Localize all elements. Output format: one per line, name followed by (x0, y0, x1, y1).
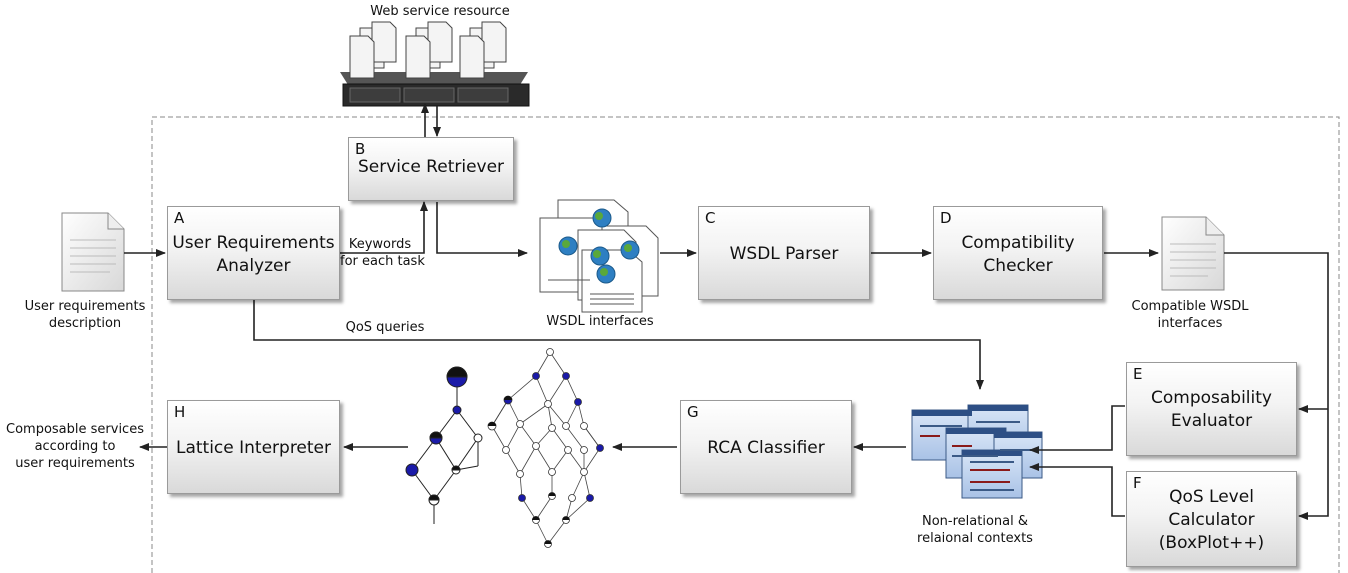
composability-evaluator-box: E Composability Evaluator (1126, 362, 1297, 456)
service-retriever-box: B Service Retriever (348, 137, 514, 201)
keywords-label-line2: for each task (340, 254, 425, 269)
box-letter: E (1133, 365, 1143, 383)
box-title-line1: User Requirements (172, 233, 335, 253)
box-title-line1: WSDL Parser (729, 244, 839, 264)
contexts-label-line2: relaional contexts (917, 531, 1033, 546)
box-letter: B (355, 140, 366, 158)
box-title-line1: Compatibility (961, 233, 1075, 253)
contexts-tables-icon (911, 404, 1043, 499)
web-service-resource-label: Web service resource (370, 4, 510, 19)
box-title-line2: Analyzer (216, 256, 291, 276)
output-label-line2: according to (34, 439, 116, 454)
compatible-wsdl-label-line2: interfaces (1157, 316, 1223, 331)
user-requirements-label-line2: description (48, 316, 122, 331)
connector-arrows (124, 103, 1329, 520)
compatibility-checker-box: D Compatibility Checker (933, 206, 1103, 300)
wsdl-interfaces-label: WSDL interfaces (546, 314, 654, 329)
box-title-line2: Checker (983, 256, 1053, 276)
keywords-label-line1: Keywords (348, 237, 412, 252)
user-requirements-label-line1: User requirements (24, 299, 146, 314)
box-title-line2: Evaluator (1170, 411, 1253, 431)
large-lattice-graph (487, 348, 604, 548)
compatible-wsdl-document-icon (1161, 216, 1225, 291)
user-requirements-analyzer-box: A User Requirements Analyzer (167, 206, 340, 300)
qos-level-calculator-box: F QoS Level Calculator (BoxPlot++) (1126, 471, 1297, 567)
system-boundary (151, 116, 1340, 573)
compatible-wsdl-label-line1: Compatible WSDL (1131, 299, 1249, 314)
wsdl-parser-box: C WSDL Parser (698, 206, 870, 300)
box-letter: A (174, 209, 185, 227)
contexts-label-line1: Non-relational & (922, 514, 1028, 529)
box-title-line1: RCA Classifier (707, 438, 825, 458)
wsdl-interfaces-icon (539, 199, 659, 313)
box-title-line1: QoS Level (1169, 487, 1254, 507)
user-requirements-document-icon (61, 212, 125, 292)
box-title-line1: Lattice Interpreter (175, 438, 332, 458)
box-title-line2: Calculator (1168, 510, 1255, 530)
box-title-line3: (BoxPlot++) (1158, 533, 1265, 553)
box-title-line1: Composability (1151, 388, 1272, 408)
box-letter: C (705, 209, 716, 227)
qos-queries-label: QoS queries (345, 320, 425, 335)
box-letter: F (1133, 474, 1142, 492)
box-title-line1: Service Retriever (357, 157, 505, 177)
rca-classifier-box: G RCA Classifier (680, 400, 852, 494)
lattice-interpreter-box: H Lattice Interpreter (167, 400, 340, 494)
output-label-line1: Composable services (6, 422, 144, 437)
output-label-line3: user requirements (15, 456, 135, 471)
box-letter: H (174, 403, 186, 421)
small-lattice-graph (405, 366, 483, 524)
box-letter: G (687, 403, 699, 421)
web-service-resource-icon (340, 21, 530, 107)
box-letter: D (940, 209, 952, 227)
